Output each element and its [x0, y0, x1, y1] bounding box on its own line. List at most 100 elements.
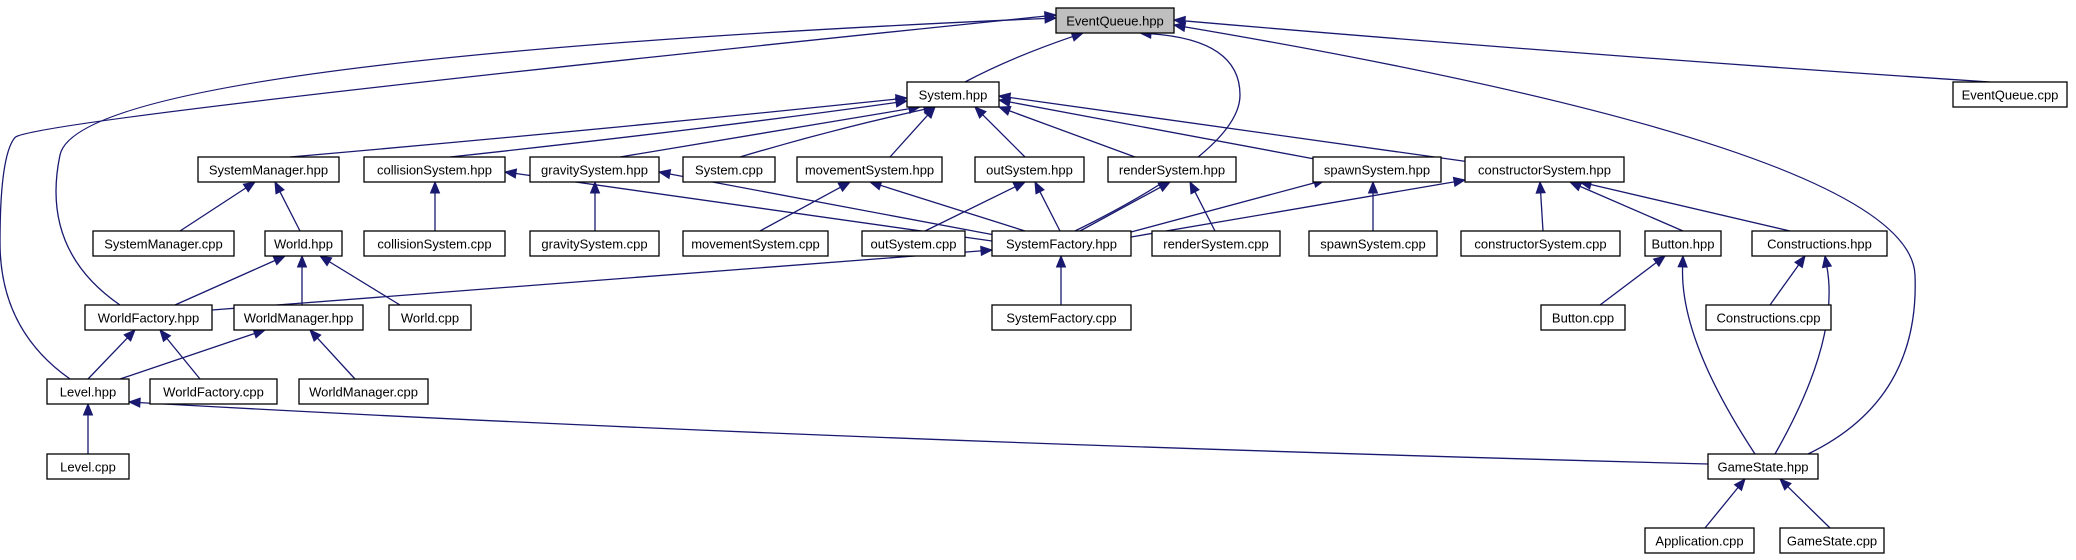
- arrow-head-icon: [159, 328, 172, 343]
- node-rendersystem-cpp[interactable]: renderSystem.cpp: [1151, 230, 1281, 257]
- node-movementsystem-cpp[interactable]: movementSystem.cpp: [682, 230, 829, 257]
- node-button-cpp[interactable]: Button.cpp: [1540, 304, 1626, 331]
- node-systemfactory-cpp[interactable]: SystemFactory.cpp: [991, 304, 1132, 331]
- node-eventqueue-cpp[interactable]: EventQueue.cpp: [1952, 81, 2068, 108]
- edge-line: [0, 15, 1046, 380]
- node-worldmanager-hpp[interactable]: WorldManager.hpp: [233, 304, 364, 331]
- edge-line: [1590, 183, 1791, 232]
- node-collisionsystem-hpp[interactable]: collisionSystem.hpp: [363, 156, 506, 183]
- arrow-head-icon: [503, 168, 518, 179]
- node-box: [1751, 230, 1888, 257]
- arrow-head-icon: [1044, 10, 1058, 22]
- edge-worldfactory-hpp-to-systemfactory-hpp: [211, 245, 994, 311]
- node-world-hpp[interactable]: World.hpp: [264, 230, 343, 257]
- edge-world-cpp-to-world-hpp: [318, 255, 401, 306]
- node-system-hpp[interactable]: System.hpp: [906, 81, 1000, 108]
- node-label: Application.cpp: [1655, 534, 1743, 549]
- arrow-head-icon: [974, 106, 987, 119]
- edge-worldmanager-cpp-to-worldmanager-hpp: [309, 329, 356, 380]
- node-gamestate-hpp[interactable]: GameState.hpp: [1707, 453, 1819, 480]
- node-outsystem-hpp[interactable]: outSystem.hpp: [974, 156, 1085, 183]
- edge-line: [1540, 192, 1544, 232]
- node-rendersystem-hpp[interactable]: renderSystem.hpp: [1107, 156, 1237, 183]
- node-application-cpp[interactable]: Application.cpp: [1644, 527, 1755, 554]
- node-label: movementSystem.cpp: [691, 237, 820, 252]
- arrow-head-icon: [997, 92, 1012, 103]
- node-spawnsystem-cpp[interactable]: spawnSystem.cpp: [1308, 230, 1438, 257]
- arrow-head-icon: [309, 329, 322, 343]
- node-label: outSystem.cpp: [871, 237, 957, 252]
- node-outsystem-cpp[interactable]: outSystem.cpp: [861, 230, 966, 257]
- edge-line: [759, 186, 841, 232]
- node-label: GameState.hpp: [1717, 460, 1808, 475]
- node-box: [974, 156, 1085, 183]
- edge-collisionsystem-cpp-to-collisionsystem-hpp: [429, 180, 441, 231]
- node-box: [529, 156, 660, 183]
- node-label: outSystem.hpp: [986, 163, 1073, 178]
- node-label: SystemFactory.hpp: [1006, 237, 1117, 252]
- edge-line: [1074, 33, 1241, 232]
- node-box: [1705, 304, 1832, 331]
- node-systemmanager-hpp[interactable]: SystemManager.hpp: [197, 156, 340, 183]
- arrow-head-icon: [1367, 180, 1379, 194]
- edge-line: [1039, 191, 1061, 232]
- node-constructions-hpp[interactable]: Constructions.hpp: [1751, 230, 1888, 257]
- edge-line: [1130, 181, 1455, 238]
- node-worldfactory-hpp[interactable]: WorldFactory.hpp: [84, 304, 213, 331]
- node-label: Constructions.cpp: [1716, 311, 1820, 326]
- node-level-cpp[interactable]: Level.cpp: [46, 453, 130, 480]
- edge-line: [619, 108, 910, 158]
- edge-constructorsystem-hpp-to-system-hpp: [997, 92, 1471, 163]
- arrow-head-icon: [123, 329, 136, 342]
- node-constructorsystem-cpp[interactable]: constructorSystem.cpp: [1460, 230, 1621, 257]
- node-level-hpp[interactable]: Level.hpp: [46, 378, 130, 405]
- arrow-head-icon: [1652, 255, 1667, 268]
- node-worldmanager-cpp[interactable]: WorldManager.cpp: [298, 378, 429, 405]
- arrow-head-icon: [1452, 176, 1467, 188]
- edge-systemfactory-cpp-to-systemfactory-hpp: [1055, 254, 1067, 305]
- node-systemfactory-hpp[interactable]: SystemFactory.hpp: [991, 230, 1132, 257]
- edge-rendersystem-cpp-to-rendersystem-hpp: [1189, 180, 1216, 232]
- node-constructions-cpp[interactable]: Constructions.cpp: [1705, 304, 1832, 331]
- node-collisionsystem-cpp[interactable]: collisionSystem.cpp: [363, 230, 506, 257]
- node-box: [197, 156, 340, 183]
- node-box: [1107, 156, 1237, 183]
- arrow-head-icon: [1535, 180, 1546, 194]
- node-systemmanager-cpp[interactable]: SystemManager.cpp: [92, 230, 235, 257]
- node-box: [1952, 81, 2068, 108]
- node-movementsystem-hpp[interactable]: movementSystem.hpp: [796, 156, 943, 183]
- node-constructorsystem-hpp[interactable]: constructorSystem.hpp: [1464, 156, 1625, 183]
- node-box: [1540, 304, 1626, 331]
- edge-line: [1009, 96, 1471, 163]
- edge-movementsystem-cpp-to-movementsystem-hpp: [759, 181, 852, 232]
- node-gravitysystem-cpp[interactable]: gravitySystem.cpp: [529, 230, 660, 257]
- node-spawnsystem-hpp[interactable]: spawnSystem.hpp: [1312, 156, 1442, 183]
- edge-constructorsystem-cpp-to-constructorsystem-hpp: [1535, 180, 1546, 232]
- node-box: [1464, 156, 1625, 183]
- arrow-head-icon: [923, 106, 936, 120]
- node-box: [149, 378, 278, 405]
- node-button-hpp[interactable]: Button.hpp: [1644, 230, 1722, 257]
- arrow-head-icon: [1794, 254, 1806, 269]
- arrow-head-icon: [274, 180, 285, 195]
- node-box: [991, 230, 1132, 257]
- node-gravitysystem-hpp[interactable]: gravitySystem.hpp: [529, 156, 660, 183]
- edge-world-hpp-to-systemmanager-hpp: [274, 180, 301, 232]
- edge-level-hpp-to-eventqueue-hpp: [0, 10, 1058, 380]
- node-worldfactory-cpp[interactable]: WorldFactory.cpp: [149, 378, 278, 405]
- edge-systemmanager-hpp-to-system-hpp: [289, 93, 909, 158]
- node-gamestate-cpp[interactable]: GameState.cpp: [1779, 527, 1885, 554]
- edge-gravitysystem-cpp-to-gravitysystem-hpp: [589, 180, 601, 231]
- node-box: [1308, 230, 1438, 257]
- edge-button-cpp-to-button-hpp: [1599, 255, 1667, 306]
- node-system-cpp[interactable]: System.cpp: [682, 156, 776, 183]
- node-box: [298, 378, 429, 405]
- node-eventqueue-hpp[interactable]: EventQueue.hpp: [1055, 7, 1175, 34]
- edge-line: [174, 259, 276, 306]
- node-label: EventQueue.cpp: [1962, 88, 2059, 103]
- node-world-cpp[interactable]: World.cpp: [388, 304, 472, 331]
- edge-application-cpp-to-gamestate-hpp: [1704, 477, 1746, 529]
- edge-collisionsystem-hpp-to-system-hpp: [449, 97, 909, 158]
- edge-line: [179, 187, 247, 232]
